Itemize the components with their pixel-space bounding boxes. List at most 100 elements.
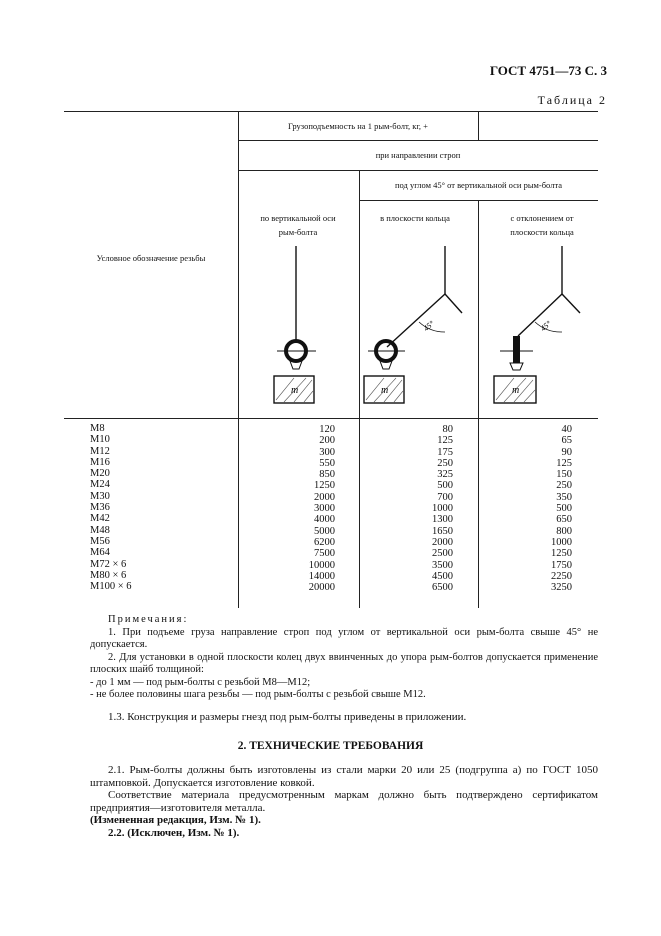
- load-cell: 90: [561, 446, 573, 458]
- eyebolt-diagrams: m 45° m 45° m: [273, 246, 581, 404]
- col-header-direction: при направлении строп: [375, 150, 461, 160]
- table-vline-3: [478, 200, 479, 608]
- load-cell: 350: [556, 491, 572, 503]
- load-cell: 2000: [314, 491, 335, 503]
- load-cell: 325: [437, 469, 453, 481]
- threads-column: М8 М10 М12 М16 М20 М24 М30 М36 М42 М48 М…: [90, 423, 132, 592]
- load-cell: 1750: [551, 559, 572, 571]
- row-header: Условное обозначение резьбы: [96, 253, 206, 263]
- note-1: 1. При подъеме груза направление строп п…: [90, 626, 598, 651]
- thread-cell: М10: [90, 434, 110, 446]
- note-2a: - до 1 мм — под рым-болты с резьбой М8—М…: [90, 676, 311, 688]
- load-cell: 850: [319, 469, 335, 481]
- paragraph-1-3: 1.3. Конструкция и размеры гнезд под рым…: [108, 711, 467, 723]
- load-cell: 175: [437, 446, 453, 458]
- load-cell: 6200: [314, 536, 335, 548]
- page-header: ГОСТ 4751—73 С. 3: [489, 63, 607, 78]
- load-cell: 10000: [308, 559, 335, 571]
- load-cell: 80: [442, 424, 454, 435]
- note-2: 2. Для установки в одной плоскости колец…: [90, 651, 598, 676]
- thread-cell: М56: [90, 535, 110, 547]
- load-cell: 1250: [314, 480, 335, 492]
- load-cell: 500: [437, 480, 453, 492]
- load-cell: 120: [319, 424, 335, 435]
- load-cell: 250: [556, 480, 572, 492]
- note-2b: - не более половины шага резьбы — под ры…: [90, 689, 426, 700]
- load-cell: 1000: [432, 503, 453, 515]
- load-cell: 250: [437, 457, 453, 469]
- load-cell: 500: [556, 503, 572, 515]
- table-rule-2: [238, 140, 598, 141]
- load-cell: 550: [319, 457, 335, 469]
- paragraph-2-1: 2.1. Рым-болты должны быть изготовлены и…: [90, 764, 598, 789]
- load-cell: 1000: [551, 536, 572, 548]
- load-cell: 14000: [308, 570, 335, 582]
- load-cell: 2250: [551, 570, 572, 582]
- load-cell: 1300: [432, 514, 453, 526]
- load-cell: 4000: [314, 514, 335, 526]
- col-header-angle: под углом 45° от вертикальной оси рым-бо…: [394, 180, 563, 190]
- thread-cell: М20: [90, 468, 110, 480]
- table-body-rule: [64, 418, 598, 419]
- vertical-load-column: 120 200 300 550 850 1250 2000 3000 4000 …: [285, 424, 335, 593]
- thread-cell: М12: [90, 445, 110, 457]
- table-vline-1: [238, 111, 239, 608]
- thread-cell: М30: [90, 490, 110, 502]
- amendment-note: (Измененная редакция, Изм. № 1).: [90, 814, 261, 826]
- load-cell: 5000: [314, 525, 335, 537]
- thread-cell: М16: [90, 456, 110, 468]
- load-cell: 125: [556, 457, 572, 469]
- deviation-load-column: 40 65 90 125 150 250 350 500 650 800 100…: [520, 424, 572, 593]
- load-cell: 200: [319, 435, 335, 447]
- diagram-vertical: m: [273, 246, 316, 404]
- load-cell: 3000: [314, 503, 335, 515]
- subheader-plane: в плоскости кольца: [380, 213, 450, 223]
- thread-cell: М24: [90, 479, 110, 491]
- load-cell: 150: [556, 469, 572, 481]
- table-number: Таблица 2: [537, 93, 607, 107]
- mass-label-2: m: [381, 385, 388, 396]
- load-cell: 6500: [432, 582, 453, 594]
- load-cell: 1650: [432, 525, 453, 537]
- paragraph-2-1-material: Соответствие материала предусмотренным м…: [90, 789, 598, 814]
- notes-block: Примечания: 1. При подъеме груза направл…: [90, 614, 598, 702]
- load-cell: 300: [319, 446, 335, 458]
- load-cell: 800: [556, 525, 572, 537]
- table-top-rule: [64, 111, 598, 112]
- plane-load-column: 80 125 175 250 325 500 700 1000 1300 165…: [400, 424, 453, 593]
- table-rule-3: [238, 170, 598, 171]
- thread-cell: М100 × 6: [90, 581, 132, 593]
- load-cell: 20000: [308, 582, 335, 594]
- load-cell: 65: [561, 435, 573, 447]
- thread-cell: М72 × 6: [90, 558, 127, 570]
- load-cell: 3250: [551, 582, 572, 594]
- subheader-deviation: с отклонением от плоскости кольца: [510, 213, 574, 237]
- thread-cell: М36: [90, 502, 110, 514]
- thread-cell: М64: [90, 547, 110, 559]
- table-vline-header: [478, 111, 479, 140]
- load-cell: 2000: [432, 536, 453, 548]
- diagram-plane: 45° m: [363, 246, 463, 404]
- load-cell: 4500: [432, 570, 453, 582]
- thread-cell: М8: [90, 423, 105, 434]
- load-cell: 125: [437, 435, 453, 447]
- thread-cell: М80 × 6: [90, 569, 127, 581]
- subheader-vertical: по вертикальной оси рым-болта: [260, 213, 336, 237]
- load-cell: 3500: [432, 559, 453, 571]
- section-2-body: 2.1. Рым-болты должны быть изготовлены и…: [90, 764, 598, 839]
- section-title: 2. ТЕХНИЧЕСКИЕ ТРЕБОВАНИЯ: [237, 740, 424, 752]
- ring-edge-view: [513, 336, 520, 363]
- mass-label-1: m: [291, 385, 298, 396]
- load-cell: 7500: [314, 548, 335, 560]
- thread-cell: М42: [90, 513, 110, 525]
- load-cell: 700: [437, 491, 453, 503]
- load-cell: 1250: [551, 548, 572, 560]
- table-vline-2: [359, 170, 360, 608]
- thread-cell: М48: [90, 524, 110, 536]
- col-header-main: Грузоподъемность на 1 рым-болт, кг, +: [288, 121, 428, 131]
- notes-title: Примечания:: [108, 614, 189, 625]
- load-cell: 40: [561, 424, 573, 435]
- load-cell: 2500: [432, 548, 453, 560]
- diagram-deviation: 45° m: [493, 246, 581, 404]
- paragraph-2-2: 2.2. (Исключен, Изм. № 1).: [108, 826, 240, 839]
